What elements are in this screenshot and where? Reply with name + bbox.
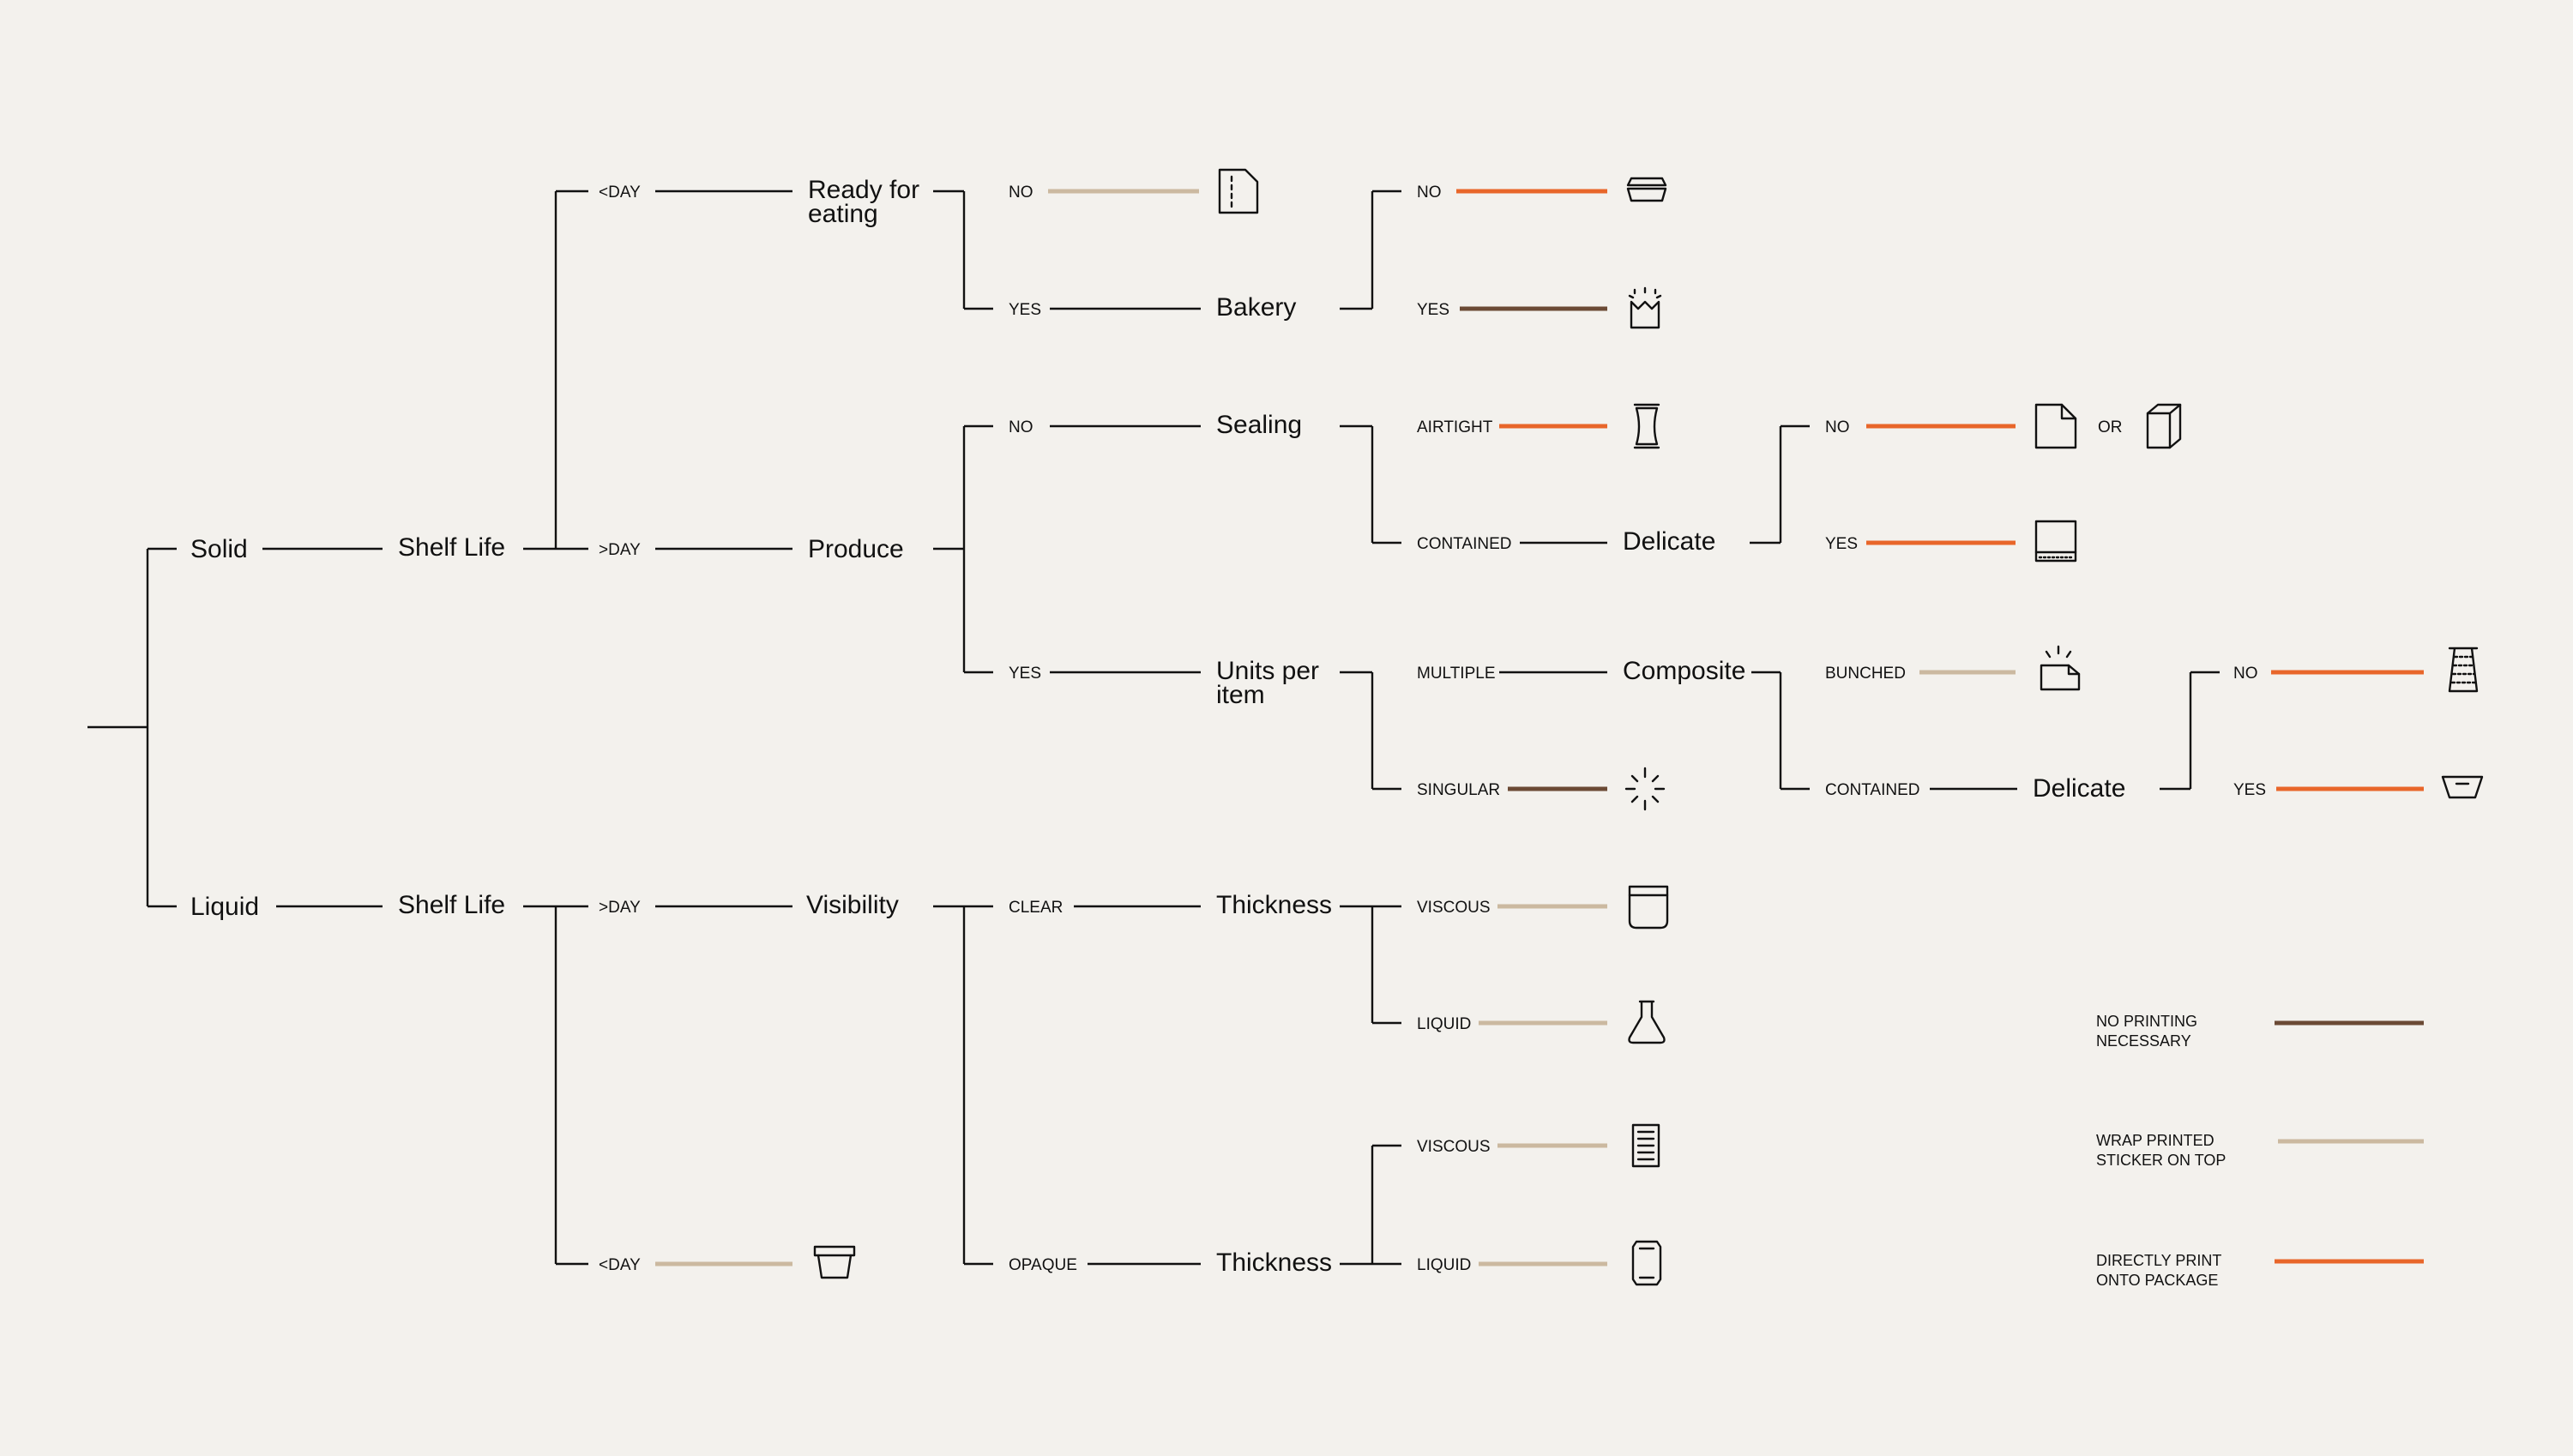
- legend-label-line1: WRAP PRINTED: [2096, 1132, 2214, 1149]
- branch-produce-yes: YES: [1009, 665, 1041, 683]
- node-units-per-item-line2: item: [1216, 681, 1265, 709]
- node-sealing: Sealing: [1216, 411, 1302, 439]
- branch-or: OR: [2098, 418, 2123, 436]
- basket-icon: [2441, 775, 2484, 799]
- branch-opaque: OPAQUE: [1009, 1256, 1077, 1274]
- node-delicate-2: Delicate: [2033, 774, 2125, 803]
- node-ready-for-eating-line2: eating: [808, 200, 878, 228]
- cup-icon: [813, 1245, 856, 1279]
- node-thickness-opaque: Thickness: [1216, 1248, 1332, 1277]
- node-produce: Produce: [808, 535, 904, 563]
- legend-label-line2: NECESSARY: [2096, 1032, 2191, 1050]
- legend-label-line2: ONTO PACKAGE: [2096, 1272, 2218, 1289]
- branch-gt-day-liquid: >DAY: [599, 899, 641, 917]
- legend-item-no-printing: NO PRINTING NECESSARY: [2096, 1013, 2424, 1050]
- branch-produce-no: NO: [1009, 418, 1033, 436]
- outcome-lines: [655, 189, 2424, 1266]
- branch-ready-no: NO: [1009, 184, 1033, 202]
- branch-liquid-2: LIQUID: [1417, 1256, 1471, 1274]
- branch-delicate1-no: NO: [1825, 418, 1850, 436]
- node-labels: Solid Liquid Shelf Life Shelf Life Ready…: [190, 176, 2125, 1277]
- flask-icon: [1628, 1000, 1666, 1044]
- legend-item-sticker: WRAP PRINTED STICKER ON TOP: [2096, 1132, 2424, 1169]
- branch-delicate2-yes: YES: [2233, 781, 2266, 799]
- branch-bakery-yes: YES: [1417, 301, 1449, 319]
- branch-lt-day-liquid: <DAY: [599, 1256, 641, 1274]
- branch-gt-day-solid: >DAY: [599, 541, 641, 559]
- branch-viscous-1: VISCOUS: [1417, 899, 1491, 917]
- paper-wrap-icon: [2034, 403, 2077, 449]
- box-icon: [2146, 403, 2182, 449]
- branch-viscous-2: VISCOUS: [1417, 1138, 1491, 1156]
- node-composite: Composite: [1623, 657, 1745, 685]
- node-visibility: Visibility: [806, 891, 899, 919]
- branch-labels: <DAY >DAY >DAY <DAY NO YES NO YES NO YES…: [599, 184, 2266, 1274]
- branch-airtight: AIRTIGHT: [1417, 418, 1493, 436]
- legend-label-line1: NO PRINTING: [2096, 1013, 2197, 1030]
- branch-ready-yes: YES: [1009, 301, 1041, 319]
- branch-multiple: MULTIPLE: [1417, 665, 1496, 683]
- mesh-bag-icon: [2448, 647, 2479, 693]
- jar-icon: [1628, 885, 1669, 930]
- branch-delicate2-no: NO: [2233, 665, 2258, 683]
- branch-lt-day-solid: <DAY: [599, 184, 641, 202]
- legend: NO PRINTING NECESSARY WRAP PRINTED STICK…: [2096, 1013, 2424, 1289]
- bundle-wrap-icon: [2040, 645, 2081, 691]
- legend-item-direct-print: DIRECTLY PRINT ONTO PACKAGE: [2096, 1252, 2424, 1289]
- paper-sheet-icon: [1218, 168, 1259, 214]
- node-liquid: Liquid: [190, 893, 259, 921]
- tray-icon: [2034, 520, 2077, 563]
- branch-singular: SINGULAR: [1417, 781, 1500, 799]
- branch-contained-2: CONTAINED: [1825, 781, 1919, 799]
- node-shelf-life-liquid: Shelf Life: [398, 891, 505, 919]
- tall-pouch-icon: [1633, 403, 1660, 449]
- paper-bag-icon: [1628, 286, 1662, 329]
- tree-connectors: [87, 190, 2220, 1266]
- branch-contained-1: CONTAINED: [1417, 535, 1511, 553]
- can-icon: [1631, 1240, 1662, 1286]
- carton-icon: [1631, 1123, 1660, 1168]
- node-bakery: Bakery: [1216, 293, 1296, 322]
- legend-label-line1: DIRECTLY PRINT: [2096, 1252, 2221, 1269]
- branch-delicate1-yes: YES: [1825, 535, 1858, 553]
- node-solid: Solid: [190, 535, 248, 563]
- single-item-icon: [1624, 767, 1666, 811]
- branch-bakery-no: NO: [1417, 184, 1442, 202]
- branch-bunched: BUNCHED: [1825, 665, 1906, 683]
- node-delicate-1: Delicate: [1623, 527, 1715, 556]
- node-thickness-clear: Thickness: [1216, 891, 1332, 919]
- clamshell-container-icon: [1626, 177, 1667, 202]
- node-units-per-item-line1: Units per: [1216, 657, 1319, 685]
- node-shelf-life-solid: Shelf Life: [398, 533, 505, 562]
- legend-label-line2: STICKER ON TOP: [2096, 1152, 2226, 1169]
- node-ready-for-eating-line1: Ready for: [808, 176, 919, 204]
- branch-liquid-1: LIQUID: [1417, 1015, 1471, 1033]
- branch-clear: CLEAR: [1009, 899, 1063, 917]
